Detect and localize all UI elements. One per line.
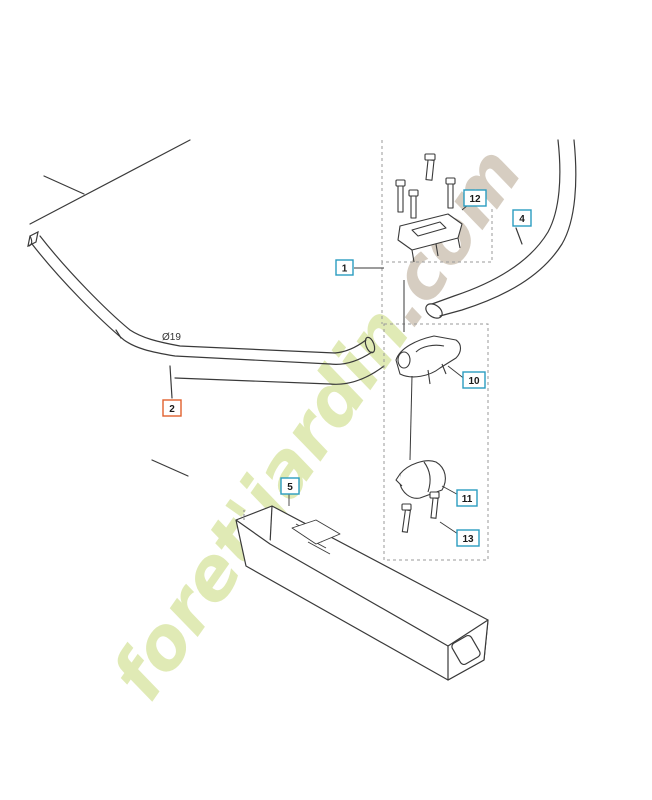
callout-10-label: 10 bbox=[468, 376, 480, 387]
callout-12-label: 12 bbox=[469, 194, 481, 205]
callout-13-label: 13 bbox=[462, 534, 474, 545]
callout-4-label: 4 bbox=[519, 214, 525, 225]
shaft-tube-part-5 bbox=[235, 505, 489, 681]
callout-11: 11 bbox=[456, 489, 478, 507]
handle-bar-part-4 bbox=[425, 139, 577, 319]
assembly-group-boxes bbox=[381, 140, 493, 561]
callout-5: 5 bbox=[280, 477, 300, 495]
callout-4: 4 bbox=[512, 209, 532, 227]
callout-12: 12 bbox=[463, 189, 487, 207]
callout-2: 2 bbox=[162, 399, 182, 417]
callout-1-label: 1 bbox=[342, 264, 348, 275]
screws-part-13 bbox=[401, 491, 440, 533]
callout-2-label: 2 bbox=[169, 404, 175, 415]
callout-10: 10 bbox=[462, 371, 486, 389]
lower-clamp-part-11 bbox=[395, 460, 446, 499]
callout-13: 13 bbox=[456, 529, 480, 547]
diameter-label: Ø19 bbox=[162, 332, 181, 343]
threaded-rod bbox=[403, 280, 413, 461]
callout-11-label: 11 bbox=[462, 494, 473, 505]
callout-1: 1 bbox=[335, 259, 354, 276]
clamp-part-10 bbox=[395, 335, 462, 385]
handle-bar-part-2 bbox=[27, 139, 385, 477]
callout-5-label: 5 bbox=[287, 482, 293, 493]
top-bracket-part-12 bbox=[395, 153, 463, 263]
